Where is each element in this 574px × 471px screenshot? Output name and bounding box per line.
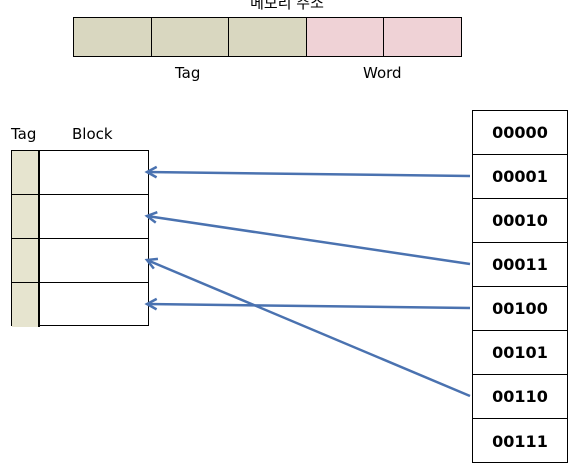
address-word-cell <box>306 18 385 56</box>
cache-row <box>12 239 148 283</box>
memory-address-row: 00000 <box>473 111 567 155</box>
cache-tag-cell <box>12 195 40 238</box>
address-tag-cell <box>151 18 230 56</box>
cache-row <box>12 151 148 195</box>
cache-table <box>11 150 149 327</box>
memory-address-row: 00100 <box>473 287 567 331</box>
cache-row <box>12 283 148 327</box>
memory-address-row: 00110 <box>473 375 567 419</box>
memory-address-title: 메모리 주소 <box>250 0 324 12</box>
cache-tag-cell <box>12 239 40 282</box>
mapping-arrow-00001 <box>146 170 471 178</box>
memory-address-row: 00001 <box>473 155 567 199</box>
cache-block-cell <box>40 239 148 282</box>
memory-address-bar <box>73 17 462 57</box>
mapping-arrow-00011 <box>146 214 471 266</box>
address-tag-cell <box>74 18 152 56</box>
address-word-label: Word <box>363 64 402 82</box>
memory-address-row: 00010 <box>473 199 567 243</box>
address-word-cell <box>384 18 461 56</box>
memory-address-row: 00111 <box>492 431 548 451</box>
memory-address-row: 00101 <box>473 331 567 375</box>
memory-address-row: 00011 <box>473 243 567 287</box>
memory-table: 00000 00001 00010 00011 00100 00101 0011… <box>472 110 568 463</box>
cache-block-header: Block <box>72 125 113 143</box>
address-tag-cell <box>229 18 307 56</box>
cache-block-cell <box>40 195 148 238</box>
cache-tag-header: Tag <box>11 125 37 143</box>
cache-block-cell <box>40 151 148 194</box>
cache-block-cell <box>40 283 148 327</box>
mapping-arrow-00110 <box>146 258 471 398</box>
cache-tag-cell <box>12 283 40 327</box>
mapping-arrow-00100 <box>146 302 471 310</box>
cache-row <box>12 195 148 239</box>
address-tag-label: Tag <box>175 64 201 82</box>
cache-tag-cell <box>12 151 40 194</box>
